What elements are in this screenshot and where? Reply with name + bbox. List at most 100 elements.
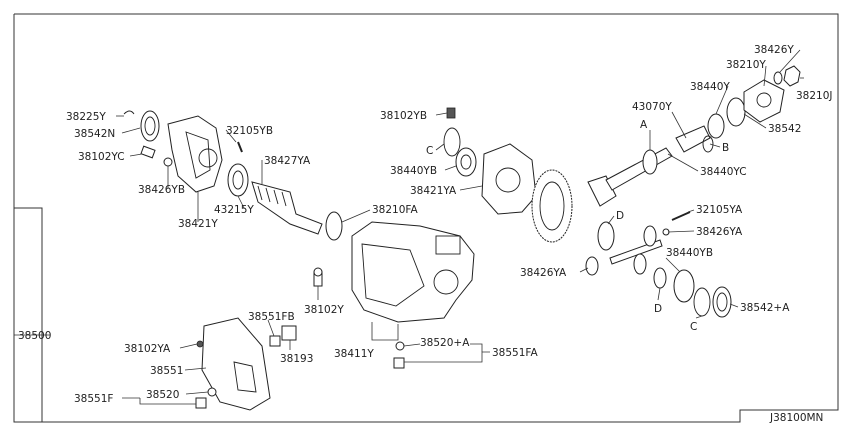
gasket-38520 [207, 387, 217, 397]
oil-seal-38542n [140, 110, 160, 142]
bearing-38440yb-upper [455, 147, 477, 177]
label-38102yc: 38102YC [78, 151, 125, 163]
label-38500: 38500 [18, 330, 51, 342]
label-c-lower: C [690, 321, 697, 333]
label-d-upper: D [616, 210, 624, 222]
label-c-upper: C [426, 145, 433, 157]
label-38426yb: 38426YB [138, 184, 185, 196]
label-32105yb: 32105YB [226, 125, 273, 137]
label-38440yb-upper: 38440YB [390, 165, 437, 177]
label-38210y: 38210Y [726, 59, 766, 71]
side-shaft-38427ya [251, 181, 323, 235]
label-38426ya-left: 38426YA [520, 267, 567, 279]
plug-38551f [195, 397, 207, 409]
ring-gear-inner [539, 181, 565, 231]
rear-cover-detail [233, 361, 257, 393]
label-d-lower: D [654, 303, 662, 315]
plug-38551fa [393, 357, 405, 369]
gasket-38520a [395, 341, 405, 351]
label-38102ya: 38102YA [124, 343, 171, 355]
label-38210fa: 38210FA [372, 204, 418, 216]
label-38520: 38520 [146, 389, 179, 401]
label-38102y: 38102Y [304, 304, 344, 316]
oil-seal-38542n-inner [144, 116, 156, 136]
snap-ring-c-upper [443, 127, 461, 157]
differential-case-38421ya [481, 143, 537, 215]
side-retainer-bore [198, 148, 218, 168]
label-38421y: 38421Y [178, 218, 218, 230]
label-38520a: 38520+A [420, 337, 470, 349]
label-38426y: 38426Y [754, 44, 794, 56]
shim-38210fa [325, 211, 343, 241]
label-38542: 38542 [768, 123, 801, 135]
pinion-mate-gear [643, 225, 657, 247]
pinion-shaft [605, 147, 673, 191]
bearing-38440yb-upper-inner [460, 154, 472, 170]
bolt-38102yc [140, 145, 156, 159]
diagram-frame [13, 13, 839, 423]
label-38102yb: 38102YB [380, 110, 427, 122]
gear-carrier-nose [435, 235, 461, 255]
oil-seal-38542a [712, 286, 732, 318]
label-38427ya: 38427YA [264, 155, 311, 167]
side-gear-lower [633, 253, 647, 275]
label-32105ya: 32105YA [696, 204, 743, 216]
gear-carrier-rib [361, 243, 425, 307]
label-38551fa: 38551FA [492, 347, 538, 359]
leader-lines [14, 49, 804, 405]
oil-seal-38542 [726, 97, 746, 127]
companion-flange-hub [756, 92, 772, 108]
frame-inner-notch [14, 207, 43, 422]
nut-38210j [783, 65, 801, 87]
label-38440y: 38440Y [690, 81, 730, 93]
side-shaft-spline [257, 185, 287, 207]
spacer-43070y [675, 125, 711, 153]
label-38440yc: 38440YC [700, 166, 747, 178]
ring-gear [531, 169, 573, 243]
rear-cover-38551 [201, 317, 271, 411]
companion-flange-38210y [743, 79, 785, 123]
label-38193: 38193 [280, 353, 313, 365]
washer-a [642, 149, 658, 175]
bolt-38102ya [196, 340, 204, 348]
bolt-38102yb [446, 107, 456, 119]
side-retainer-detail [185, 131, 211, 179]
label-38426ya-right: 38426YA [696, 226, 743, 238]
label-38551: 38551 [150, 365, 183, 377]
label-a: A [640, 119, 648, 131]
side-gear-d-lower [653, 267, 667, 289]
o-ring-38225y [123, 110, 135, 115]
washer-38426yb [163, 157, 173, 167]
snap-ring-c-lower [693, 287, 711, 317]
gear-carrier-bore [433, 269, 459, 295]
differential-case-hole [495, 167, 521, 193]
label-38210j: 38210J [796, 90, 833, 102]
label-38225y: 38225Y [66, 111, 106, 123]
side-retainer-38421y [167, 115, 223, 193]
part-labels: 38500 38225Y 38542N 38102YC 38426YB 3842… [18, 44, 833, 405]
label-43070y: 43070Y [632, 101, 672, 113]
drain-plug-38551fb [269, 335, 281, 347]
thrust-washer-38426ya-lower [585, 256, 599, 276]
snap-ring-b [702, 135, 714, 153]
oil-seal-38542a-inner [716, 292, 728, 312]
label-38551fb: 38551FB [248, 311, 295, 323]
label-38411y: 38411Y [334, 348, 374, 360]
bolt-38102y-head [313, 267, 323, 277]
label-38551f: 38551F [74, 393, 113, 405]
bearing-43215y-inner [232, 170, 244, 190]
washer-38426y [773, 71, 783, 85]
label-43215y: 43215Y [214, 204, 254, 216]
label-38542a: 38542+A [740, 302, 790, 314]
pin-32105ya [671, 211, 691, 221]
side-gear-d-upper [597, 221, 615, 251]
diagram-code: J38100MN [769, 412, 823, 424]
label-b: B [722, 142, 729, 154]
bearing-38440yb-lower [673, 269, 695, 303]
label-38421ya: 38421YA [410, 185, 457, 197]
gear-carrier-38411y [351, 221, 475, 323]
bearing-43215y [227, 163, 249, 197]
label-38440yb-lower: 38440YB [666, 247, 713, 259]
pin-32105yb [237, 141, 243, 153]
